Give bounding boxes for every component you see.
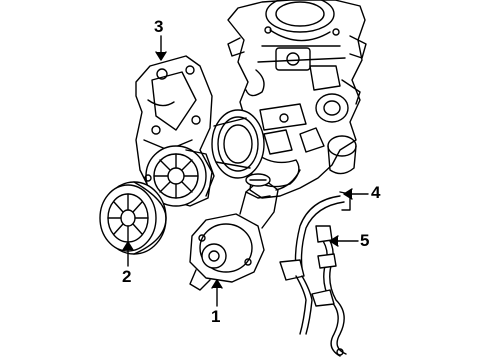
mounting-bracket-illustration — [135, 55, 215, 207]
return-hose-illustration — [311, 225, 347, 357]
power-steering-pump-illustration — [189, 173, 279, 291]
pressure-hose-illustration — [279, 191, 351, 335]
pulley-illustration — [99, 181, 167, 255]
callout-4: 4 — [371, 183, 381, 202]
callout-2: 2 — [122, 267, 132, 286]
callout-5: 5 — [360, 231, 370, 250]
callout-3: 3 — [154, 17, 164, 36]
callout-1: 1 — [211, 307, 221, 326]
leader-lines — [122, 35, 369, 307]
water-pump-pulley-illustration — [211, 109, 265, 179]
